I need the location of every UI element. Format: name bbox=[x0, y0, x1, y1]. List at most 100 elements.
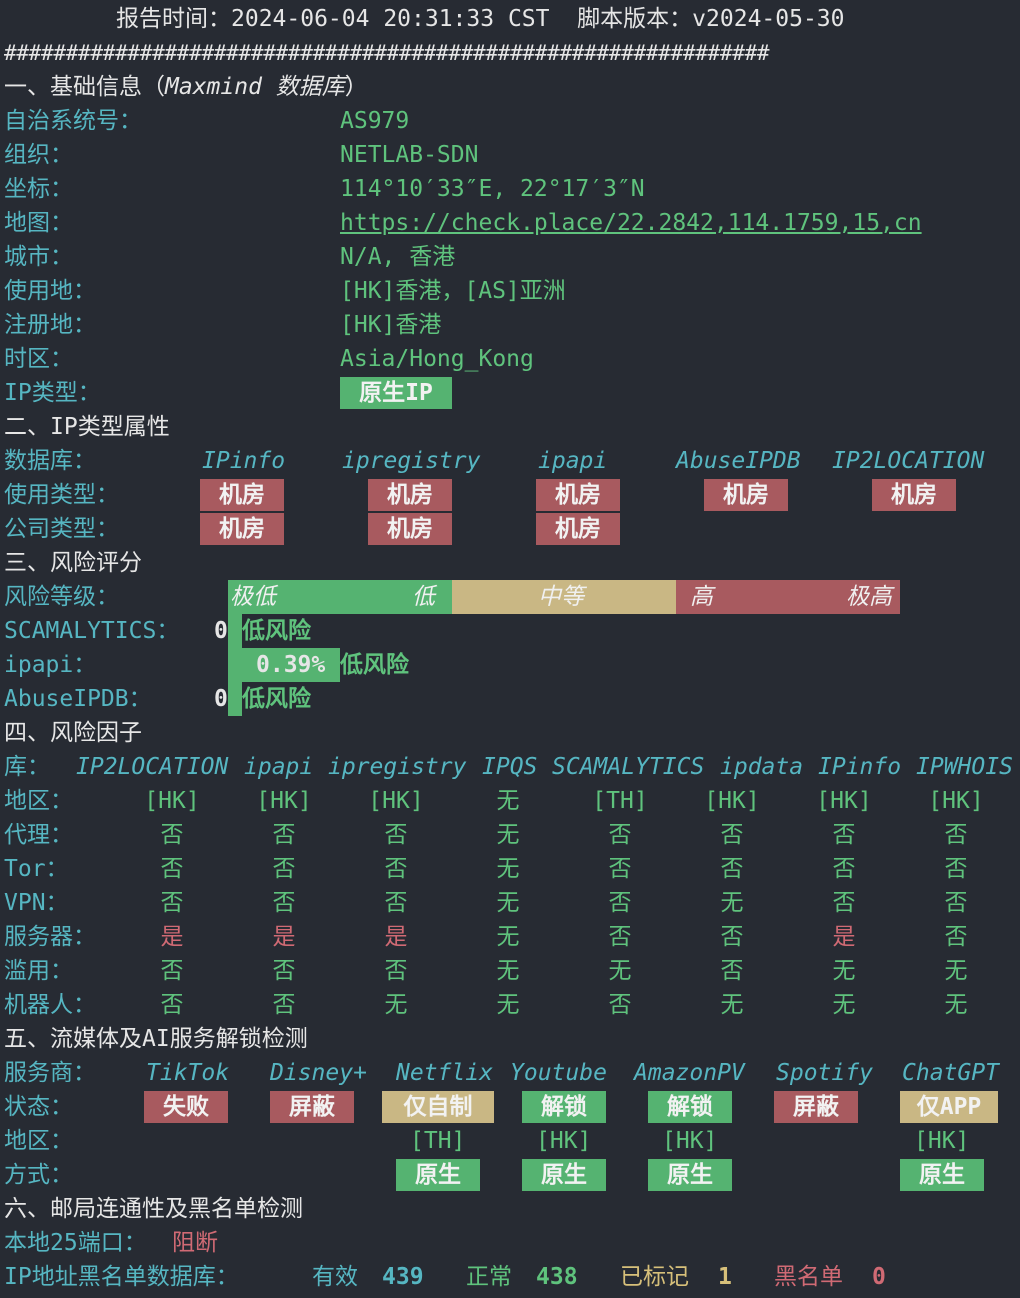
factor-cell: [HK] bbox=[256, 788, 312, 814]
factor-cell: 否 bbox=[160, 958, 184, 984]
factor-cell: 是 bbox=[160, 924, 184, 950]
factor-cell: [HK] bbox=[816, 788, 872, 814]
factor-cell: 否 bbox=[272, 958, 296, 984]
factor-cell: 无 bbox=[496, 924, 520, 950]
method-label: 方式： bbox=[4, 1162, 73, 1188]
timezone-value: Asia/Hong_Kong bbox=[340, 346, 534, 372]
factor-cell: 否 bbox=[720, 856, 744, 882]
provider-amazonpv: AmazonPV bbox=[634, 1060, 745, 1086]
risk-scamalytics-label: SCAMALYTICS： bbox=[4, 618, 180, 644]
risk-ipapi-label: ipapi： bbox=[4, 652, 97, 678]
status-disney: 屏蔽 bbox=[270, 1091, 354, 1123]
factor-cell: 无 bbox=[496, 992, 520, 1018]
factor-cell: 无 bbox=[496, 890, 520, 916]
factor-cell: 否 bbox=[944, 856, 968, 882]
valid-count: 439 bbox=[382, 1264, 424, 1290]
factor-db-ipregistry: ipregistry bbox=[328, 754, 467, 780]
company-type-ipinfo: 机房 bbox=[200, 513, 284, 545]
factor-cell: 无 bbox=[496, 788, 520, 814]
normal-label: 正常 bbox=[466, 1264, 512, 1290]
factor-db-ipdata: ipdata bbox=[720, 754, 804, 780]
section6-title: 六、邮局连通性及黑名单检测 bbox=[4, 1196, 303, 1222]
factor-row-label: 机器人： bbox=[4, 992, 96, 1018]
coord-value: 114°10′33″E, 22°17′3″N bbox=[340, 176, 645, 202]
city-value: N/A, 香港 bbox=[340, 244, 456, 270]
factor-cell: 否 bbox=[832, 890, 856, 916]
map-label: 地图： bbox=[4, 210, 73, 236]
risk-scale-high-segment bbox=[676, 580, 900, 614]
db-ipinfo: IPinfo bbox=[202, 448, 286, 474]
factor-cell: 否 bbox=[720, 924, 744, 950]
region-label: 地区： bbox=[4, 1128, 73, 1154]
factor-cell: 否 bbox=[944, 890, 968, 916]
ip-type-label: IP类型： bbox=[4, 380, 101, 406]
provider-youtube: Youtube bbox=[510, 1060, 607, 1086]
status-tiktok: 失败 bbox=[144, 1091, 228, 1123]
risk-scale-mid-segment bbox=[452, 580, 676, 614]
usage-type-ip2location: 机房 bbox=[872, 479, 956, 511]
factor-db-ip2location: IP2LOCATION bbox=[76, 754, 229, 780]
factor-cell: 否 bbox=[720, 822, 744, 848]
method-amazonpv: 原生 bbox=[648, 1159, 732, 1191]
status-netflix: 仅自制 bbox=[382, 1091, 494, 1123]
provider-label: 服务商： bbox=[4, 1060, 96, 1086]
section1-title: 一、基础信息（Maxmind 数据库） bbox=[4, 70, 368, 104]
section4-title: 四、风险因子 bbox=[4, 720, 142, 746]
report-header: 报告时间：2024-06-04 20:31:33 CST 脚本版本：v2024-… bbox=[116, 6, 845, 32]
port25-value: 阻断 bbox=[172, 1230, 218, 1256]
factor-cell: [HK] bbox=[368, 788, 424, 814]
coord-label: 坐标： bbox=[4, 176, 73, 202]
divider: ########################################… bbox=[4, 41, 770, 65]
factor-cell: 是 bbox=[272, 924, 296, 950]
factor-cell: 否 bbox=[384, 958, 408, 984]
status-chatgpt: 仅APP bbox=[900, 1091, 998, 1123]
factor-cell: 否 bbox=[944, 822, 968, 848]
factor-cell: 无 bbox=[384, 992, 408, 1018]
provider-spotify: Spotify bbox=[776, 1060, 873, 1086]
region-chatgpt: [HK] bbox=[914, 1128, 970, 1154]
db-ipapi: ipapi bbox=[538, 448, 608, 474]
company-type-label: 公司类型： bbox=[4, 516, 119, 542]
risk-scale-high: 高 bbox=[690, 584, 713, 610]
factor-cell: 否 bbox=[272, 992, 296, 1018]
factor-db-ipinfo: IPinfo bbox=[818, 754, 902, 780]
section1-title-db: Maxmind 数据库 bbox=[165, 74, 345, 100]
method-netflix: 原生 bbox=[396, 1159, 480, 1191]
risk-scale-very-low: 极低 bbox=[230, 584, 276, 610]
factor-cell: 无 bbox=[496, 958, 520, 984]
blacklist-count-label: 黑名单 bbox=[774, 1264, 843, 1290]
factor-cell: [HK] bbox=[704, 788, 760, 814]
factor-db-ipqs: IPQS bbox=[482, 754, 538, 780]
provider-disney: Disney+ bbox=[270, 1060, 367, 1086]
method-youtube: 原生 bbox=[522, 1159, 606, 1191]
factor-cell: [TH] bbox=[592, 788, 648, 814]
provider-chatgpt: ChatGPT bbox=[902, 1060, 999, 1086]
factor-cell: 是 bbox=[832, 924, 856, 950]
marked-label: 已标记 bbox=[620, 1264, 689, 1290]
section5-title: 五、流媒体及AI服务解锁检测 bbox=[4, 1026, 308, 1052]
factor-row-label: VPN： bbox=[4, 890, 69, 916]
blacklist-count: 0 bbox=[872, 1264, 886, 1290]
factor-cell: 否 bbox=[608, 856, 632, 882]
risk-scale-low: 低 bbox=[412, 584, 435, 610]
usage-location-value: [HK]香港，[AS]亚洲 bbox=[340, 278, 566, 304]
factor-cell: 无 bbox=[720, 992, 744, 1018]
usage-type-ipinfo: 机房 bbox=[200, 479, 284, 511]
status-youtube: 解锁 bbox=[522, 1091, 606, 1123]
risk-abuseipdb-bar bbox=[228, 682, 242, 716]
factor-cell: 是 bbox=[384, 924, 408, 950]
city-label: 城市： bbox=[4, 244, 73, 270]
section2-title: 二、IP类型属性 bbox=[4, 414, 170, 440]
company-type-ipapi: 机房 bbox=[536, 513, 620, 545]
factor-cell: [HK] bbox=[144, 788, 200, 814]
factor-cell: 否 bbox=[608, 924, 632, 950]
factor-cell: 否 bbox=[944, 924, 968, 950]
status-spotify: 屏蔽 bbox=[774, 1091, 858, 1123]
map-link[interactable]: https://check.place/22.2842,114.1759,15,… bbox=[340, 210, 922, 236]
usage-type-label: 使用类型： bbox=[4, 482, 119, 508]
db-abuseipdb: AbuseIPDB bbox=[676, 448, 801, 474]
provider-netflix: Netflix bbox=[396, 1060, 493, 1086]
usage-location-label: 使用地： bbox=[4, 278, 96, 304]
factor-cell: 否 bbox=[384, 822, 408, 848]
factor-cell: 无 bbox=[496, 856, 520, 882]
